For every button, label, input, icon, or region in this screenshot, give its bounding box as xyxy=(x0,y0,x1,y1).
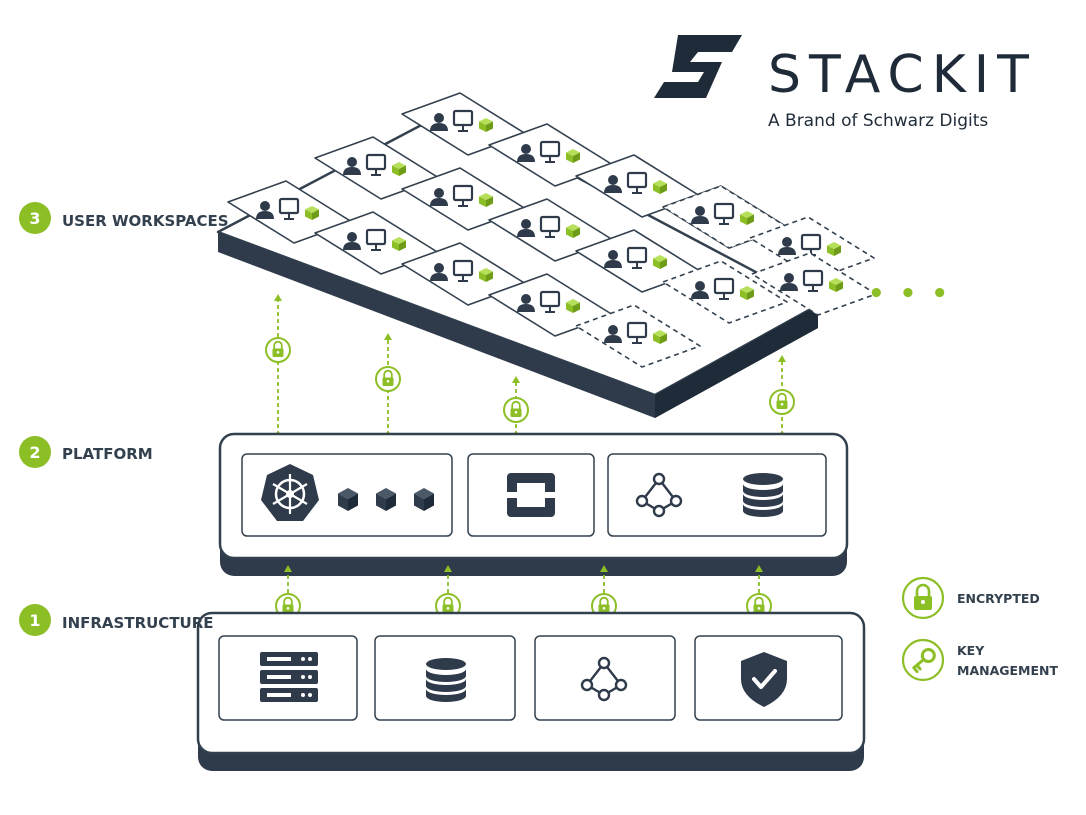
workspace-tiles xyxy=(227,92,877,368)
encrypted-connector xyxy=(769,355,795,438)
openstack-icon xyxy=(507,473,555,517)
stackit-logo-mark xyxy=(654,35,742,98)
database-icon xyxy=(743,473,783,517)
platform-layer xyxy=(218,432,849,576)
workspace-tile xyxy=(575,304,701,368)
layer-label: INFRASTRUCTURE xyxy=(62,614,214,632)
layer-label: PLATFORM xyxy=(62,445,153,463)
legend: ENCRYPTED KEY MANAGEMENT xyxy=(901,576,1058,682)
lock-icon xyxy=(265,337,291,363)
encrypted-connector xyxy=(503,376,529,438)
lock-icon xyxy=(901,576,945,620)
lock-icon xyxy=(769,389,795,415)
workspace-tile xyxy=(751,252,877,316)
more-indicator: • • • xyxy=(868,279,951,309)
layer-number-badge xyxy=(19,436,51,468)
workspace-tile xyxy=(662,260,788,324)
brand-tagline: A Brand of Schwarz Digits xyxy=(768,111,988,131)
svg-text:2: 2 xyxy=(29,443,40,462)
svg-text:3: 3 xyxy=(29,209,40,228)
network-panel xyxy=(534,635,676,721)
brand-name: STACKIT xyxy=(768,45,1037,105)
layer-label: USER WORKSPACES xyxy=(62,212,229,230)
legend-label-management: MANAGEMENT xyxy=(957,663,1058,678)
layer-label-infrastructure: 1 INFRASTRUCTURE xyxy=(19,604,214,636)
database-icon xyxy=(426,658,466,702)
lock-icon xyxy=(503,397,529,423)
encrypted-connector xyxy=(375,333,401,438)
shield-check-icon xyxy=(741,652,787,707)
legend-label-key: KEY xyxy=(957,643,985,658)
legend-label-encrypted: ENCRYPTED xyxy=(957,591,1040,606)
layer-label-workspaces: 3 USER WORKSPACES xyxy=(19,202,229,234)
lock-icon xyxy=(375,366,401,392)
layer-number-badge xyxy=(19,202,51,234)
key-icon xyxy=(901,638,945,682)
layer-label-platform: 2 PLATFORM xyxy=(19,436,153,468)
infrastructure-layer xyxy=(196,611,866,771)
server-rack-icon xyxy=(260,652,318,702)
layer-number-badge xyxy=(19,604,51,636)
kubernetes-icon xyxy=(261,464,319,521)
svg-text:1: 1 xyxy=(29,611,40,630)
encrypted-connector xyxy=(265,294,291,438)
